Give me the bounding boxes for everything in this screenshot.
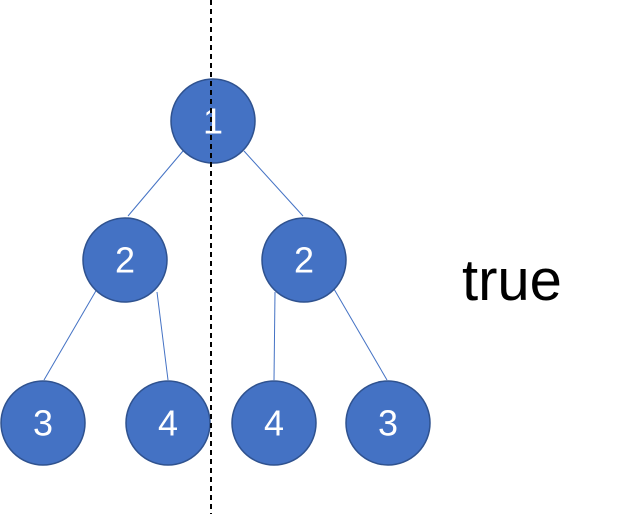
edge-root-to-left xyxy=(127,150,184,217)
tree-node-right-right: 3 xyxy=(345,380,431,466)
node-label: 3 xyxy=(33,403,53,444)
node-label: 3 xyxy=(378,403,398,444)
tree-node-left-left: 3 xyxy=(0,380,86,466)
edge-root-to-right xyxy=(243,150,304,217)
node-label: 2 xyxy=(115,240,135,281)
node-label: 1 xyxy=(203,101,223,142)
node-label: 4 xyxy=(264,403,284,444)
edge-right-to-right-right xyxy=(333,288,388,381)
tree-nodes: 1 2 2 3 4 4 3 xyxy=(0,78,431,466)
edge-left-to-left-right xyxy=(156,291,169,381)
tree-node-left: 2 xyxy=(82,217,168,303)
node-label: 4 xyxy=(158,403,178,444)
tree-node-right: 2 xyxy=(261,217,347,303)
edge-left-to-left-left xyxy=(43,288,98,381)
tree-node-right-left: 4 xyxy=(231,380,317,466)
tree-node-root: 1 xyxy=(170,78,256,164)
edge-right-to-right-left xyxy=(273,291,276,381)
tree-node-left-right: 4 xyxy=(125,380,211,466)
node-label: 2 xyxy=(294,240,314,281)
result-label: true xyxy=(462,248,562,313)
tree-edges xyxy=(43,150,388,381)
